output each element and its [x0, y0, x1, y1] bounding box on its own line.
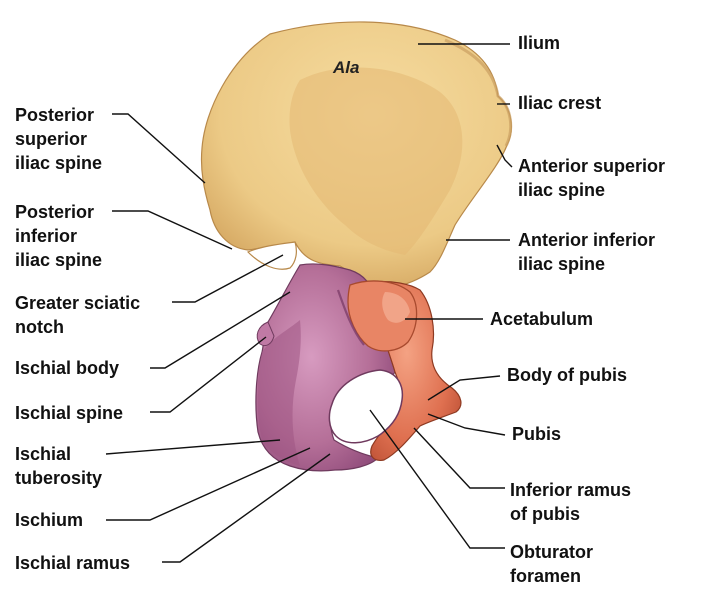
label-posterior-superior-iliac-spine: Posterior superior iliac spine [15, 105, 103, 173]
label-obturator-foramen: Obturator foramen [510, 542, 593, 586]
leader-lines [105, 43, 513, 563]
label-ischial-ramus: Ischial ramus [15, 553, 131, 573]
label-ischial-spine: Ischial spine [15, 403, 124, 423]
label-greater-sciatic-notch: Greater sciatic notch [15, 293, 141, 337]
label-acetabulum: Acetabulum [490, 309, 594, 329]
label-anterior-superior-iliac-spine: Anterior superior iliac spine [518, 156, 666, 200]
label-body-of-pubis: Body of pubis [507, 365, 627, 385]
label-ilium: Ilium [518, 33, 561, 53]
label-iliac-crest: Iliac crest [518, 93, 602, 113]
label-ischial-body: Ischial body [15, 358, 120, 378]
label-ischium: Ischium [15, 510, 84, 530]
obturator-foramen [328, 369, 404, 444]
label-posterior-inferior-iliac-spine: Posterior inferior iliac spine [15, 202, 103, 270]
label-pubis: Pubis [512, 424, 562, 444]
label-ischial-tuberosity: Ischial tuberosity [15, 444, 103, 488]
label-inferior-ramus-of-pubis: Inferior ramus of pubis [510, 480, 632, 524]
label-anterior-inferior-iliac-spine: Anterior inferior iliac spine [518, 230, 656, 274]
ala-label: Ala [333, 58, 360, 77]
